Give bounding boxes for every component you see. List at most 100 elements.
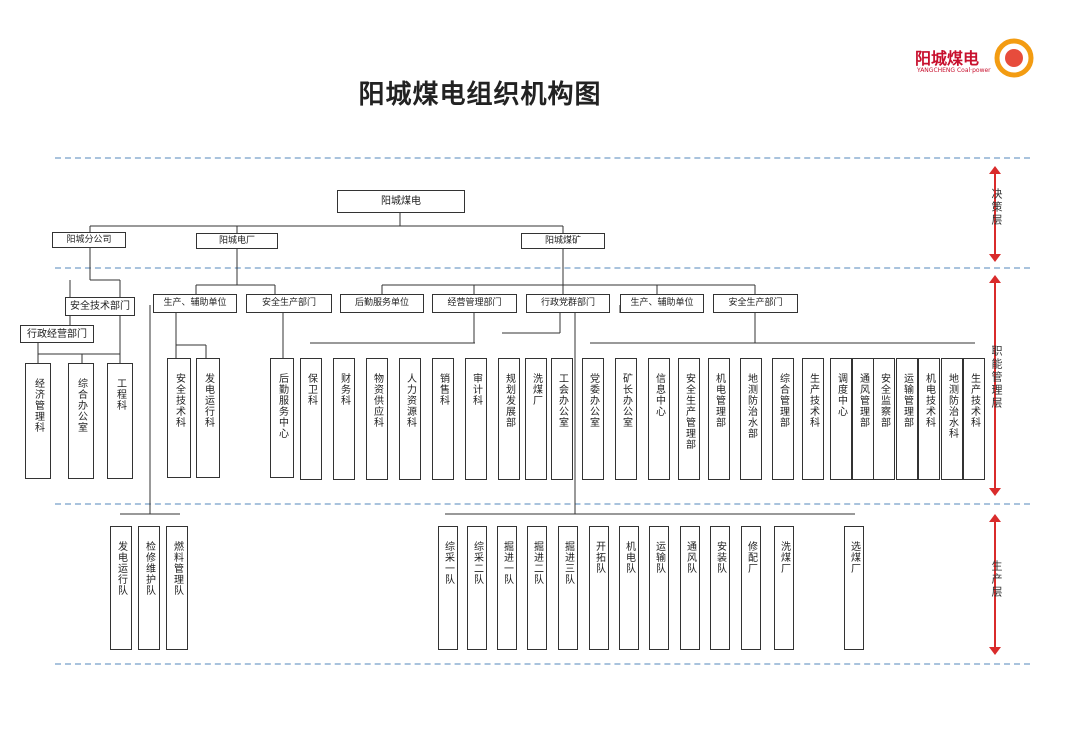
band-arrow-up-icon [989, 166, 1001, 174]
company-node: 阳城电厂 [196, 233, 278, 249]
separator-line [55, 157, 1030, 159]
unit-node: 保卫科 [300, 358, 322, 480]
unit-node: 掘进二队 [527, 526, 547, 650]
unit-label: 生产技术科 [968, 373, 980, 428]
unit-label: 开拓队 [593, 541, 605, 574]
unit-label: 发电运行队 [115, 541, 127, 596]
unit-label: 通风队 [684, 541, 696, 574]
separator-line [55, 267, 1030, 269]
unit-node: 综采一队 [438, 526, 458, 650]
unit-node: 通风队 [680, 526, 700, 650]
unit-node: 通风管理部 [852, 358, 874, 480]
unit-label: 矿长办公室 [620, 373, 632, 428]
unit-label: 掘进三队 [562, 541, 574, 585]
band-arrow-down-icon [989, 254, 1001, 262]
unit-node: 规划发展部 [498, 358, 520, 480]
unit-node: 安全技术科 [167, 358, 191, 478]
unit-label: 洗煤厂 [778, 541, 790, 574]
unit-node: 信息中心 [648, 358, 670, 480]
unit-node: 党委办公室 [582, 358, 604, 480]
band-label: 决策层 [990, 188, 1003, 227]
unit-label: 安全监察部 [878, 373, 890, 428]
unit-node: 开拓队 [589, 526, 609, 650]
unit-node: 机电队 [619, 526, 639, 650]
unit-node: 调度中心 [830, 358, 852, 480]
unit-node: 审计科 [465, 358, 487, 480]
company-node: 阳城煤矿 [521, 233, 605, 249]
department-node: 行政党群部门 [526, 294, 610, 313]
unit-node: 运输管理部 [896, 358, 918, 480]
unit-label: 地测防治水部 [745, 373, 757, 439]
unit-node: 运输队 [649, 526, 669, 650]
unit-node: 综采二队 [467, 526, 487, 650]
unit-label: 综采二队 [471, 541, 483, 585]
unit-label: 安全技术科 [173, 373, 185, 428]
unit-node: 物资供应科 [366, 358, 388, 480]
unit-label: 经济管理科 [32, 378, 44, 433]
unit-node: 安装队 [710, 526, 730, 650]
unit-node: 选煤厂 [844, 526, 864, 650]
unit-node: 地测防治水部 [740, 358, 762, 480]
band-arrow-line [994, 174, 996, 254]
department-node: 生产、辅助单位 [620, 294, 704, 313]
unit-label: 生产技术科 [807, 373, 819, 428]
department-node: 安全生产部门 [246, 294, 332, 313]
unit-node: 机电技术科 [918, 358, 940, 480]
unit-node: 综合办公室 [68, 363, 94, 479]
band-arrow-down-icon [989, 488, 1001, 496]
band-label: 职能管理层 [990, 345, 1003, 410]
unit-label: 通风管理部 [857, 373, 869, 428]
unit-label: 修配厂 [745, 541, 757, 574]
company-node: 阳城分公司 [52, 232, 126, 248]
unit-label: 工程科 [114, 378, 126, 411]
unit-label: 后勤服务中心 [276, 373, 288, 439]
unit-label: 发电运行科 [202, 373, 214, 428]
unit-label: 检修维护队 [143, 541, 155, 596]
unit-node: 洗煤厂 [525, 358, 547, 480]
logo-text: 阳城煤电 [915, 49, 980, 68]
department-node: 生产、辅助单位 [153, 294, 237, 313]
unit-label: 燃料管理队 [171, 541, 183, 596]
unit-node: 综合管理部 [772, 358, 794, 480]
unit-label: 保卫科 [305, 373, 317, 406]
unit-label: 审计科 [470, 373, 482, 406]
unit-label: 综合办公室 [75, 378, 87, 433]
band-arrow-line [994, 522, 996, 647]
unit-node: 燃料管理队 [166, 526, 188, 650]
unit-node: 生产技术科 [963, 358, 985, 480]
unit-label: 运输队 [653, 541, 665, 574]
unit-label: 掘进一队 [501, 541, 513, 585]
unit-node: 机电管理部 [708, 358, 730, 480]
unit-label: 人力资源科 [404, 373, 416, 428]
unit-node: 掘进三队 [558, 526, 578, 650]
unit-node: 地测防治水科 [941, 358, 963, 480]
unit-node: 矿长办公室 [615, 358, 637, 480]
unit-label: 选煤厂 [848, 541, 860, 574]
department-node: 安全技术部门 [65, 297, 135, 316]
chart-title: 阳城煤电组织机构图 [358, 80, 602, 110]
band-label: 生产层 [990, 560, 1003, 599]
unit-label: 工会办公室 [556, 373, 568, 428]
unit-node: 销售科 [432, 358, 454, 480]
unit-label: 机电技术科 [923, 373, 935, 428]
unit-node: 掘进一队 [497, 526, 517, 650]
unit-node: 经济管理科 [25, 363, 51, 479]
unit-node: 发电运行队 [110, 526, 132, 650]
unit-label: 安全生产管理部 [683, 373, 695, 450]
unit-node: 工会办公室 [551, 358, 573, 480]
unit-node: 安全生产管理部 [678, 358, 700, 480]
band-arrow-line [994, 283, 996, 488]
unit-node: 洗煤厂 [774, 526, 794, 650]
unit-label: 规划发展部 [503, 373, 515, 428]
unit-node: 发电运行科 [196, 358, 220, 478]
separator-line [55, 663, 1030, 665]
unit-label: 党委办公室 [587, 373, 599, 428]
band-arrow-up-icon [989, 275, 1001, 283]
department-node: 经营管理部门 [432, 294, 517, 313]
unit-label: 运输管理部 [901, 373, 913, 428]
unit-label: 机电队 [623, 541, 635, 574]
unit-node: 工程科 [107, 363, 133, 479]
unit-node: 修配厂 [741, 526, 761, 650]
unit-label: 地测防治水科 [946, 373, 958, 439]
